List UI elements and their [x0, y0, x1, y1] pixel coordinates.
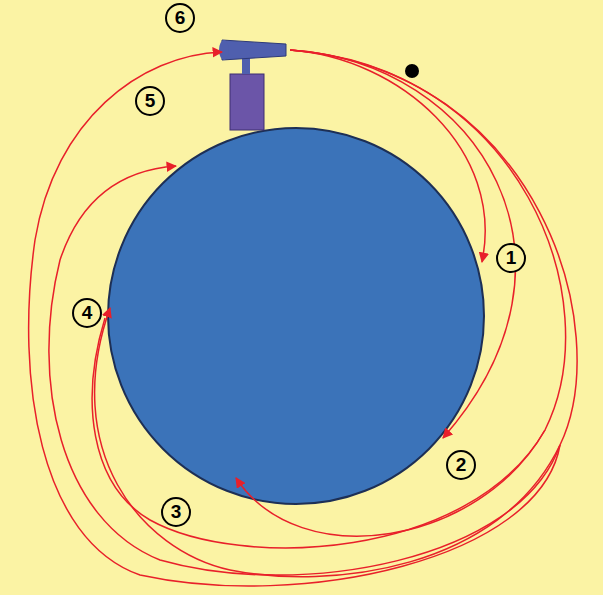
cannonball [405, 64, 419, 78]
cannon-barrel [222, 40, 286, 60]
callout-number: 2 [446, 450, 476, 480]
cannon-breech [219, 40, 229, 60]
callout-number: 4 [72, 298, 102, 328]
callout-number: 5 [135, 86, 165, 116]
callout-number: 1 [496, 243, 526, 273]
earth [108, 128, 484, 504]
callout-number: 6 [165, 3, 195, 33]
cannon-stand [242, 58, 250, 74]
callout-number: 3 [161, 497, 191, 527]
cannon-base [230, 74, 264, 130]
trajectories [29, 50, 577, 586]
